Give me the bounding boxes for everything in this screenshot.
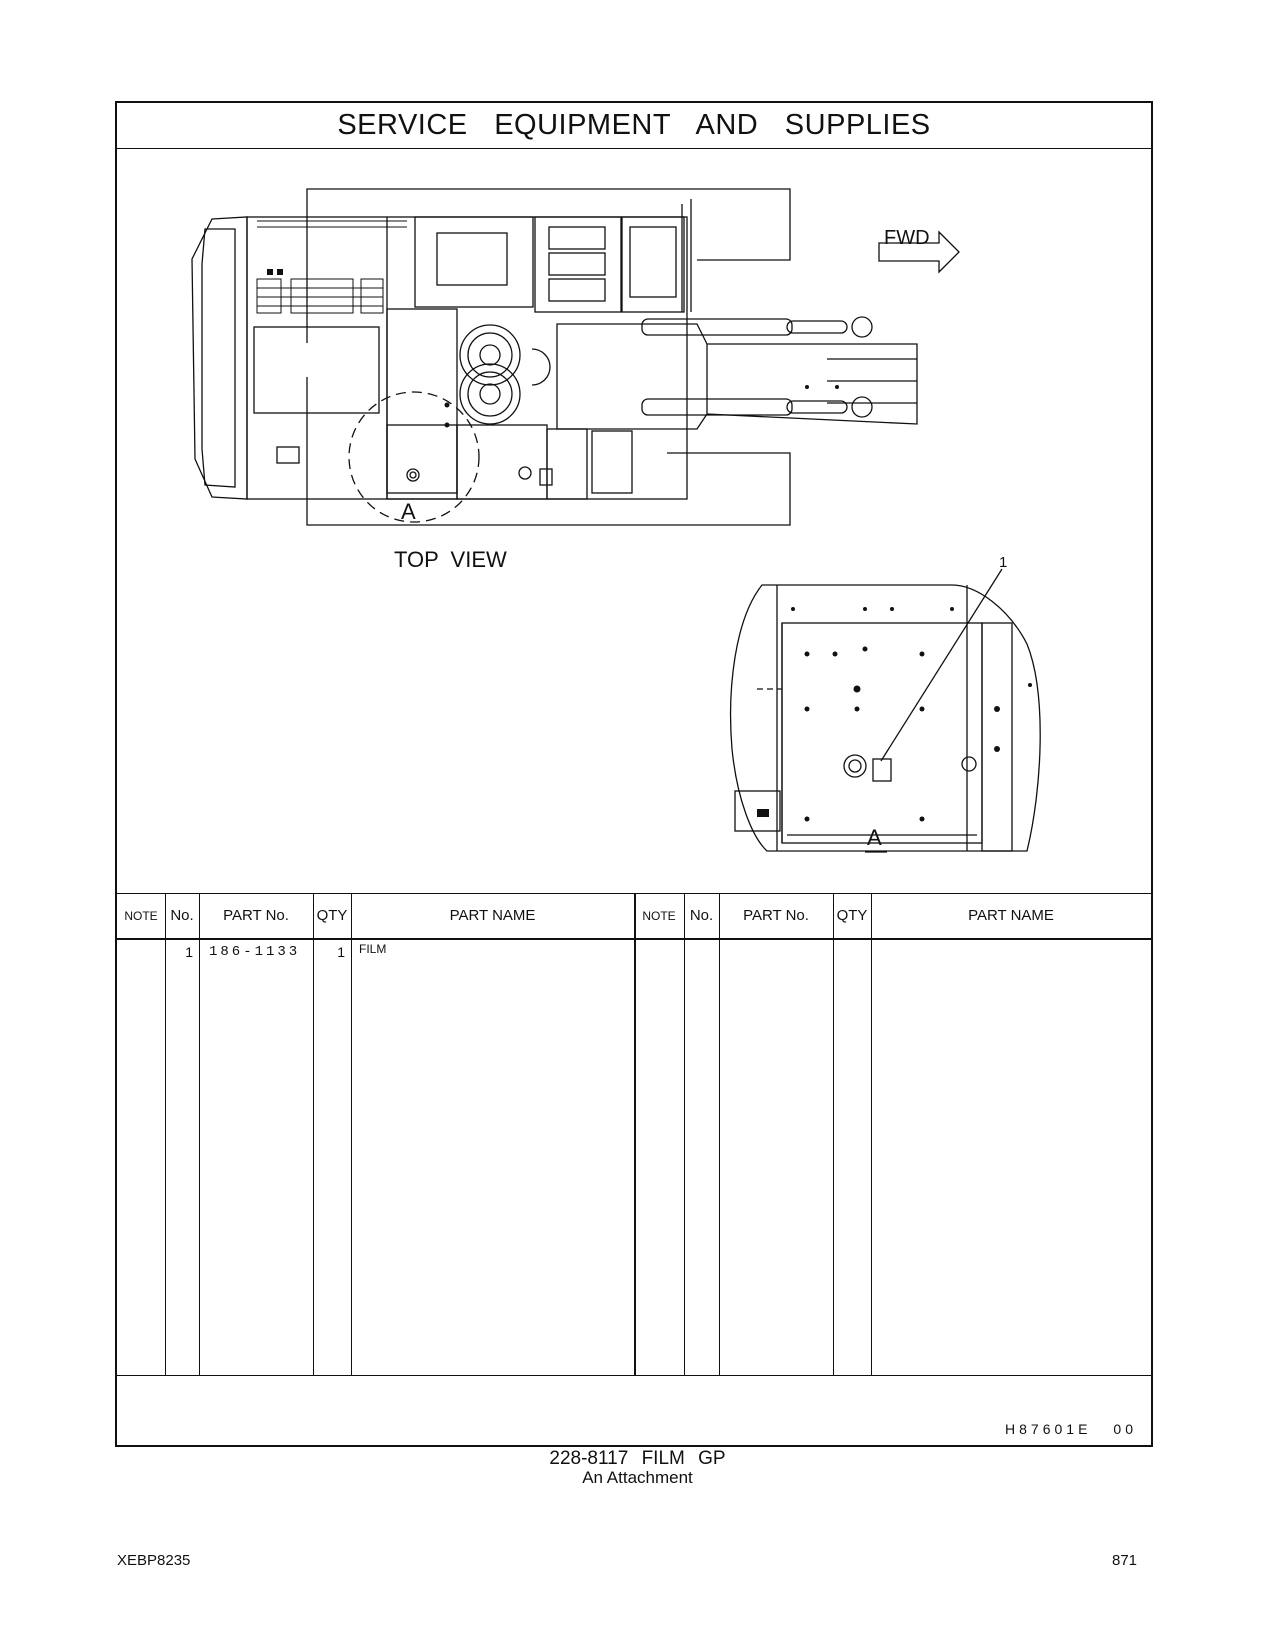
page-title: SERVICE EQUIPMENT AND SUPPLIES [117, 103, 1151, 149]
col-header-part-name-right: PART NAME [968, 907, 1054, 924]
row-part-name: FILM [359, 942, 387, 956]
group-subtitle: An Attachment [582, 1468, 693, 1487]
drawing-number: H87601E 00 [1005, 1421, 1137, 1437]
drawing-info-band: H87601E 00 [117, 1375, 1151, 1448]
column-divider [833, 894, 834, 1376]
col-header-qty: QTY [316, 907, 348, 924]
column-divider [199, 894, 200, 1376]
column-divider [871, 894, 872, 1376]
drawing-code: H87601E [1005, 1421, 1092, 1437]
parts-table: NOTE No. PART No. QTY PART NAME NOTE No.… [117, 893, 1151, 1376]
group-title: 228-8117 FILM GP [549, 1448, 726, 1469]
col-header-qty-right: QTY [836, 907, 868, 924]
column-divider [719, 894, 720, 1376]
exploded-drawing: FWD A TOP VIEW A 1 [117, 149, 1151, 893]
col-header-note-right: NOTE [642, 909, 676, 923]
col-header-part-no: PART No. [223, 907, 289, 924]
drawing-revision: 00 [1113, 1421, 1137, 1437]
row-part-number: 186-1133 [209, 944, 301, 960]
row-item-number: 1 [185, 944, 193, 960]
view-a-reference: A [401, 499, 416, 524]
parts-sheet: SERVICE EQUIPMENT AND SUPPLIES [115, 101, 1153, 1447]
col-header-no-right: No. [689, 907, 714, 924]
col-header-note: NOTE [124, 909, 158, 923]
detail-a-label: A [867, 825, 882, 850]
column-divider [165, 894, 166, 1376]
column-divider [634, 894, 636, 1376]
column-divider [684, 894, 685, 1376]
col-header-part-no-right: PART No. [743, 907, 809, 924]
page-number: 871 [1112, 1552, 1138, 1569]
fwd-label: FWD [884, 227, 930, 249]
document-id: XEBP8235 [117, 1552, 191, 1569]
column-divider [313, 894, 314, 1376]
header-divider [117, 938, 1151, 940]
column-divider [351, 894, 352, 1376]
row-quantity: 1 [337, 944, 345, 960]
col-header-part-name: PART NAME [449, 907, 536, 924]
callout-number: 1 [999, 554, 1008, 571]
top-view-label: TOP VIEW [394, 547, 507, 572]
machine-top-view-illustration [191, 188, 1041, 853]
col-header-no: No. [170, 907, 194, 924]
